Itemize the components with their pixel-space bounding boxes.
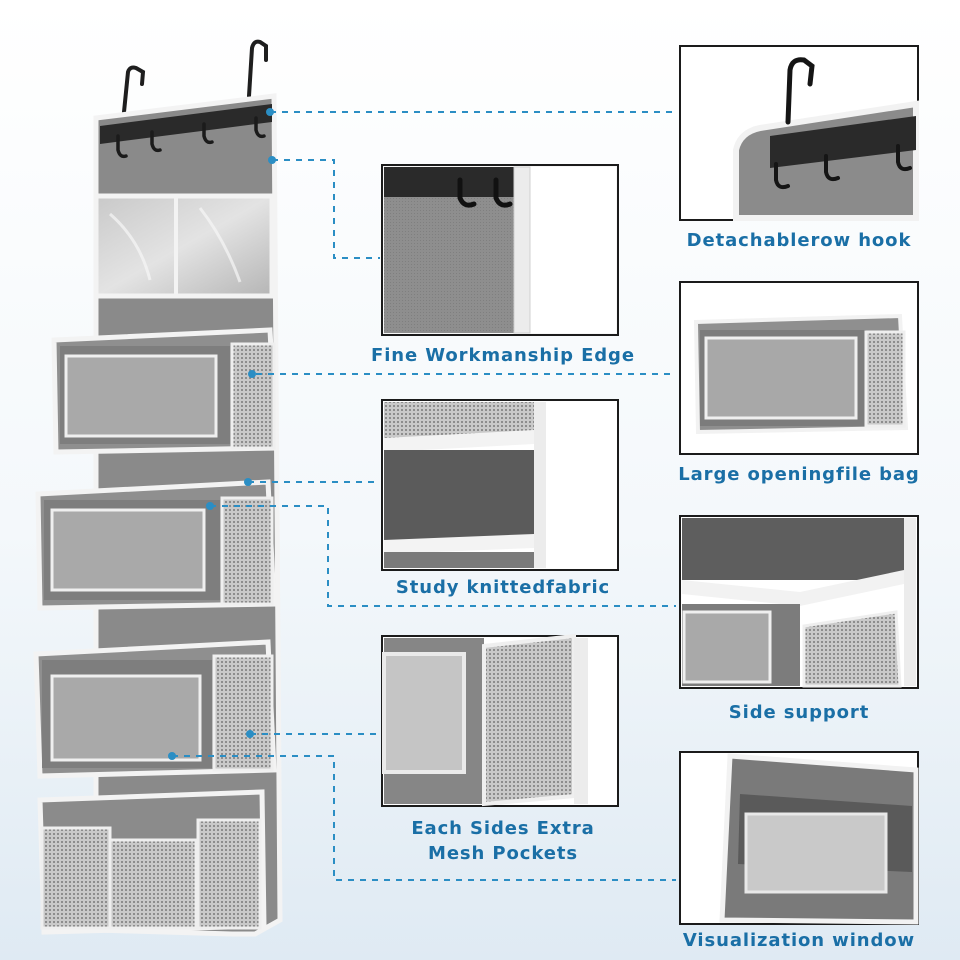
- detail-support: [679, 515, 919, 689]
- dot-markers: [168, 108, 276, 760]
- detail-fabric: [381, 399, 619, 571]
- leader-window: [172, 755, 676, 881]
- caption-mesh-line1: Each Sides Extra: [411, 818, 595, 839]
- door-hook-right: [247, 39, 268, 98]
- caption-mesh-line2: Mesh Pockets: [428, 843, 578, 864]
- detail-window: [679, 751, 919, 925]
- storage-pocket-3: [33, 639, 277, 779]
- leader-edge: [272, 159, 380, 259]
- detail-file-bag: [679, 281, 919, 455]
- door-hook-left: [122, 65, 146, 114]
- caption-support: Side support: [728, 702, 870, 723]
- organizer-product: [33, 39, 283, 937]
- caption-fabric: Study knittedfabric: [395, 577, 611, 598]
- caption-edge: Fine Workmanship Edge: [371, 345, 635, 366]
- storage-pocket-1: [51, 327, 279, 455]
- hook-bar: [100, 104, 272, 159]
- leader-lines: [172, 111, 676, 881]
- caption-file-bag: Large openingfile bag: [678, 464, 920, 485]
- detail-mesh: [381, 633, 619, 807]
- leader-support: [210, 505, 676, 607]
- detail-edge: [381, 164, 619, 336]
- storage-pocket-2: [35, 479, 277, 611]
- caption-window: Visualization window: [682, 930, 916, 951]
- clear-pockets: [93, 193, 275, 299]
- detail-hook: [679, 45, 919, 221]
- caption-hook: Detachablerow hook: [686, 230, 912, 251]
- storage-pocket-4: [37, 789, 267, 935]
